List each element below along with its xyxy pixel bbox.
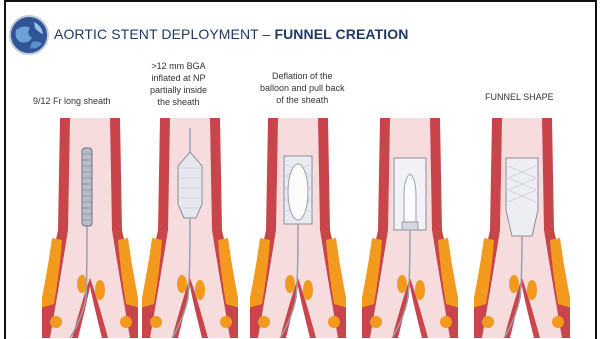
step2-illustration bbox=[142, 118, 238, 338]
title-prefix: AORTIC STENT DEPLOYMENT – bbox=[54, 26, 274, 42]
step4-illustration bbox=[362, 118, 458, 338]
slide-title: AORTIC STENT DEPLOYMENT – FUNNEL CREATIO… bbox=[54, 26, 408, 42]
slide-border-top bbox=[4, 0, 597, 2]
title-emphasis: FUNNEL CREATION bbox=[274, 26, 408, 42]
step1-illustration bbox=[42, 118, 138, 338]
step1-label: 9/12 Fr long sheath bbox=[33, 95, 111, 107]
slide-border-left bbox=[4, 0, 6, 339]
step5-illustration bbox=[474, 118, 570, 338]
slide-border-right bbox=[595, 0, 597, 339]
logo-globe-icon bbox=[8, 14, 50, 56]
step5-label: FUNNEL SHAPE bbox=[485, 91, 554, 103]
step3-label: Deflation of the balloon and pull back o… bbox=[260, 70, 345, 106]
step3-illustration bbox=[250, 118, 346, 338]
step2-label: >12 mm BGA inflated at NP partially insi… bbox=[150, 60, 207, 108]
